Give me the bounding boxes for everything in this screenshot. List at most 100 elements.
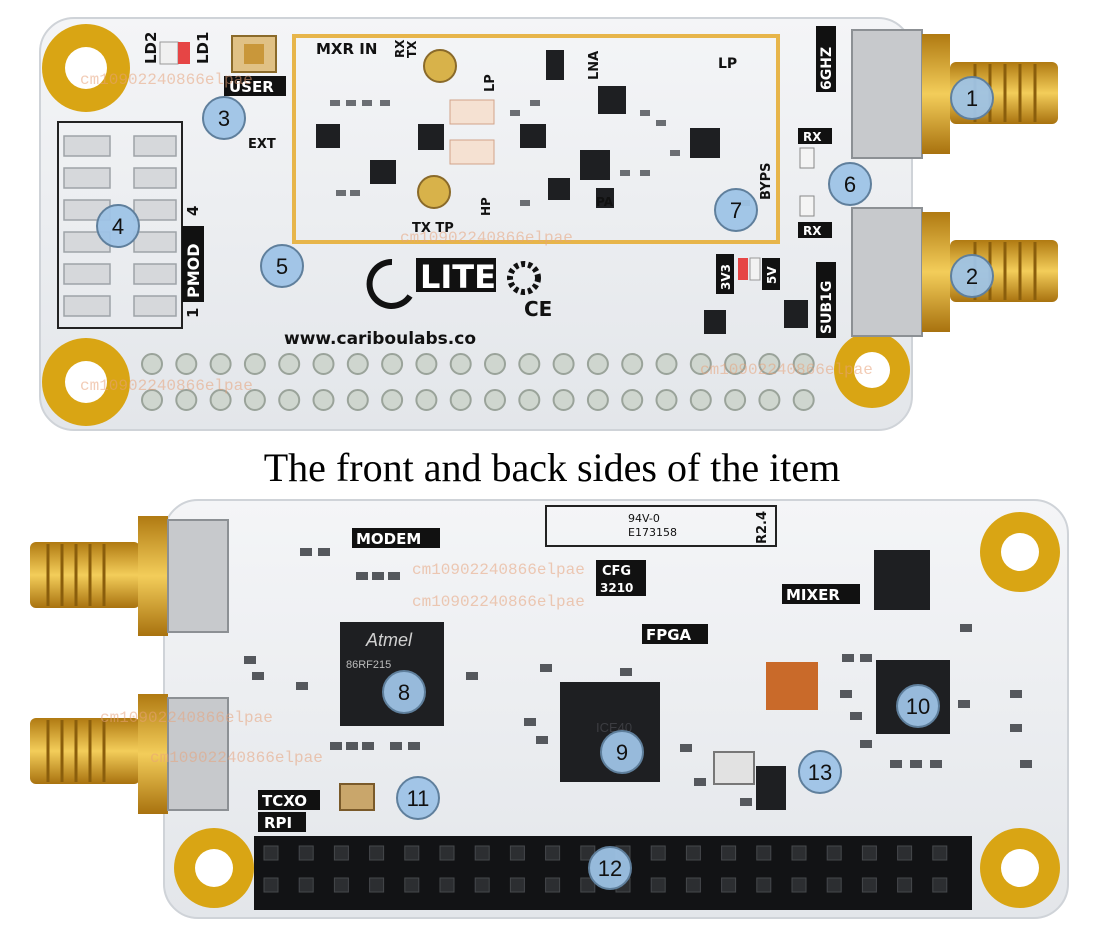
label-rx: RX [393,39,407,58]
label-modem: MODEM [356,530,421,548]
smd-component [842,654,854,662]
callout-number: 6 [844,172,856,197]
header-pin [580,877,596,893]
smd-component [336,190,346,196]
header-pin-hole [518,389,541,411]
label-revision: R2.4 [755,511,770,544]
callout-marker: 13 [798,750,842,794]
pmod-pad [133,295,177,317]
label-lna: LNA [587,51,602,80]
label-ul-number: E173158 [628,526,677,539]
led-3v3 [738,258,748,280]
callout-marker: 4 [96,204,140,248]
label-mixer: MIXER [786,586,840,604]
watermark: cm10902240866elpae [412,561,585,579]
header-pin-hole [552,353,575,375]
pmod-pad [133,167,177,189]
smd-component [840,690,852,698]
header-pin-hole [243,353,266,375]
led-5v [749,257,761,281]
header-pin [861,877,877,893]
smd-component [640,110,650,116]
header-pin-hole [346,389,369,411]
header-pin-hole [792,353,815,375]
label-hp: HP [479,197,493,216]
callout-number: 12 [598,856,622,881]
sma-connector-back-bottom [30,694,229,814]
callout-marker: 3 [202,96,246,140]
smd-component [244,656,256,664]
header-pin-hole [484,353,506,375]
smd-component [620,668,632,676]
ic-chip [704,310,726,334]
smd-component [930,760,942,768]
header-pin-hole [449,389,472,411]
header-pin [474,877,490,893]
sma-connector-back-top [30,516,229,636]
callout-number: 13 [808,760,832,785]
header-pin [721,845,737,861]
header-pin [897,845,913,861]
company-logo-icon [366,258,413,309]
header-pin-hole [381,353,404,375]
label-3v3: 3V3 [719,264,733,290]
watermark: cm10902240866elpae [80,71,253,89]
label-byps: BYPS [759,162,774,200]
smd-component [694,778,706,786]
label-tcxo: TCXO [262,792,307,810]
tcxo-chip [339,783,375,811]
header-pin [650,877,666,893]
smd-component [670,150,680,156]
header-pin-hole [209,353,232,375]
pmod-pad [63,263,111,285]
callout-marker: 8 [382,670,426,714]
pmod-pad [63,167,111,189]
header-pin [509,877,525,893]
header-pin-hole [243,389,266,411]
header-pin [509,845,525,861]
label-user: USER [229,78,274,96]
header-pin [826,877,842,893]
header-pin [439,877,455,893]
header-pin-hole [586,353,609,375]
smd-component [318,548,330,556]
mounting-hole [980,512,1060,592]
callout-number: 7 [730,198,742,223]
label-pmod-1: 1 [184,308,202,318]
pmod-pad [133,199,177,221]
header-pin [404,877,420,893]
ufl-tx-tp [417,175,451,209]
smd-component [860,654,872,662]
label-fpga: FPGA [646,626,692,644]
ic-chip [370,160,396,184]
header-pin-hole [518,353,541,375]
callout-number: 4 [112,214,124,239]
header-pin [861,845,877,861]
header-pin [298,845,314,861]
label-ul: 94V-0 [628,512,660,525]
ic-chip [316,124,340,148]
header-pin-hole [381,389,404,411]
header-pin [685,845,701,861]
smd-component [520,200,530,206]
callout-marker: 7 [714,188,758,232]
smd-component [362,742,374,750]
smd-component [1010,690,1022,698]
led-rx1 [799,147,815,169]
smd-component [390,742,402,750]
filter-component [449,99,495,125]
callout-number: 11 [407,786,430,811]
smd-component [380,100,390,106]
back-board: Atmel 86RF215 ICE40 MODEM CFG 3210 FPGA … [30,499,1069,919]
smd-component [466,672,478,680]
header-pin-hole [175,389,198,411]
header-pin [826,845,842,861]
small-ic [756,766,786,810]
smd-component [388,572,400,580]
label-ext: EXT [248,137,276,152]
smd-component [330,742,342,750]
smd-component [1010,724,1022,732]
atmel-logo: Atmel [365,630,413,650]
header-pin [932,877,948,893]
